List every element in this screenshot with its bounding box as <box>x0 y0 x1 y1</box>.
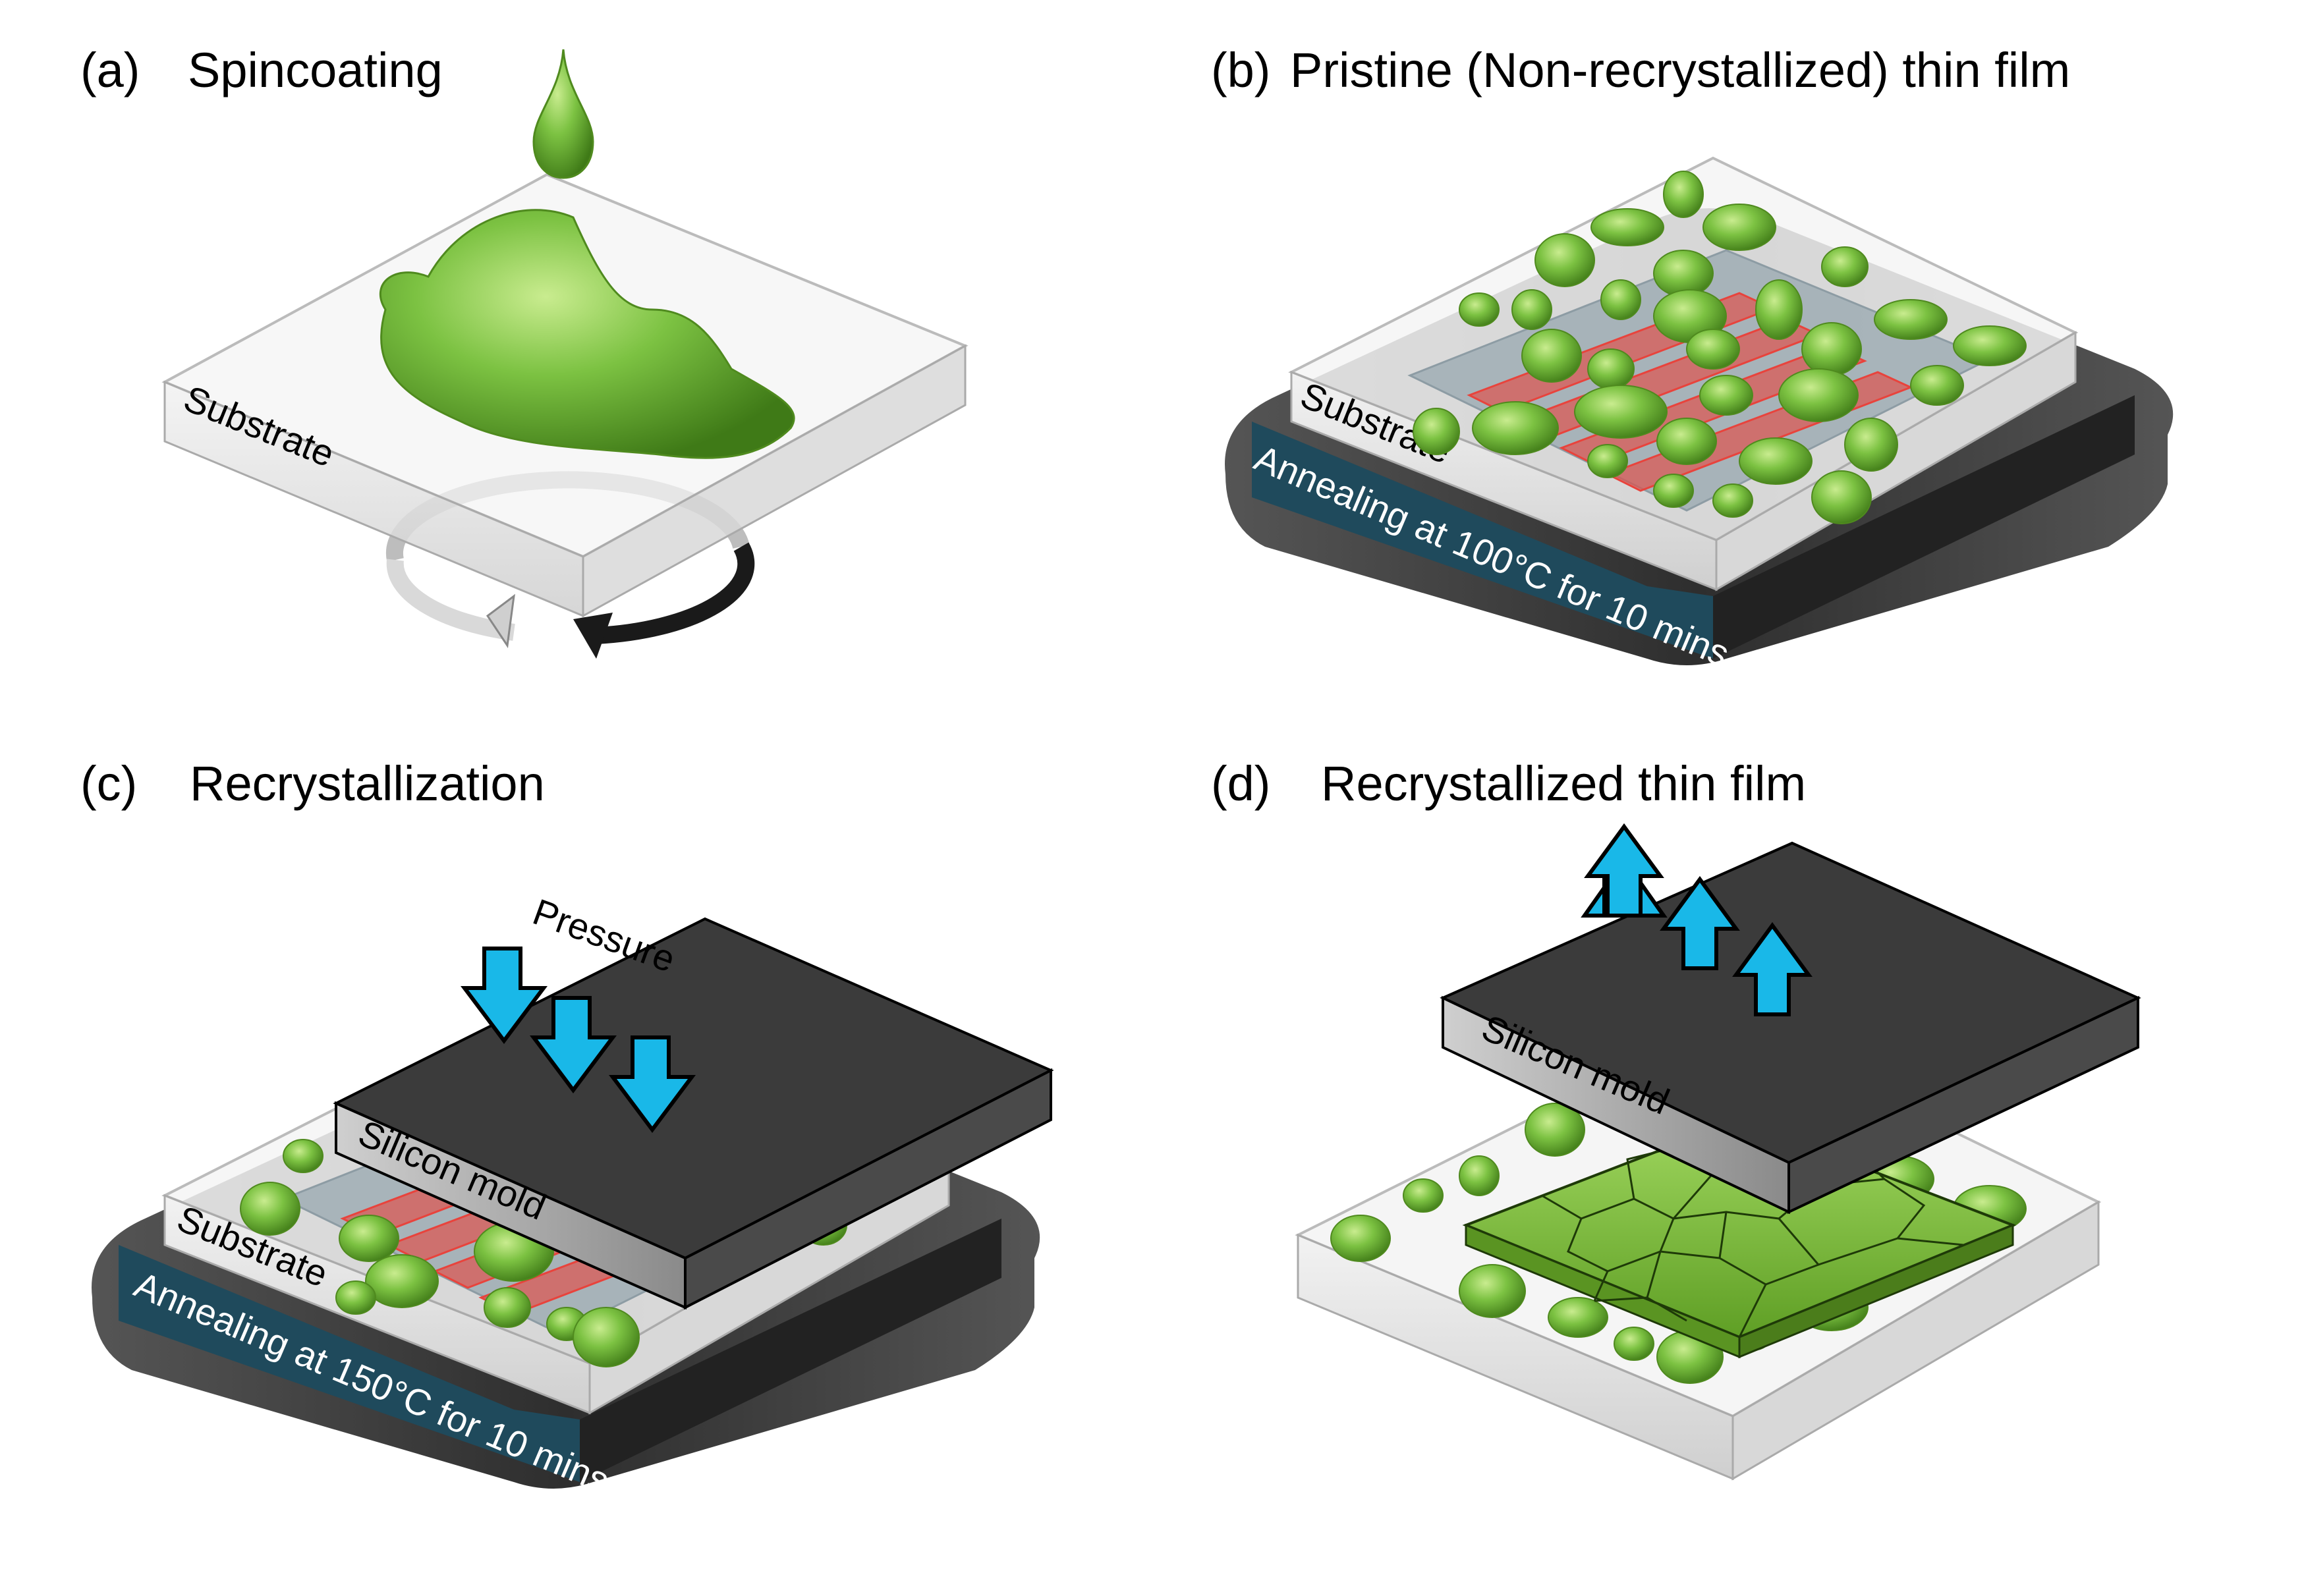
silicon-mold-c <box>333 917 1054 1310</box>
liquid-film-a <box>379 209 795 459</box>
recrystallized-film <box>1462 1118 2017 1359</box>
panel-c: (c) Recrystallization Annealing at 150°C… <box>80 756 1054 1501</box>
panel-b-letter: (b) <box>1211 43 1270 97</box>
panel-c-title: Recrystallization <box>190 756 545 811</box>
panel-a: (a) Spincoating Substrate <box>80 43 969 659</box>
crystallites-b <box>1413 171 2027 524</box>
panel-b-title: Pristine (Non-recrystallized) thin film <box>1290 43 2070 97</box>
up-arrow-icon <box>1584 823 1813 1016</box>
panel-d-title: Recrystallized thin film <box>1321 756 1806 811</box>
panel-b: (b) Pristine (Non-recrystallized) thin f… <box>1211 43 2174 674</box>
panel-d: (d) Recrystallized thin film <box>1211 756 2141 1481</box>
down-arrow-icon <box>461 947 696 1133</box>
panel-a-title: Spincoating <box>188 43 443 97</box>
droplet-icon <box>532 49 594 179</box>
panel-c-letter: (c) <box>80 756 137 811</box>
panel-a-letter: (a) <box>80 43 140 97</box>
panel-d-letter: (d) <box>1211 756 1270 811</box>
pressure-label: Pressure <box>528 891 681 980</box>
